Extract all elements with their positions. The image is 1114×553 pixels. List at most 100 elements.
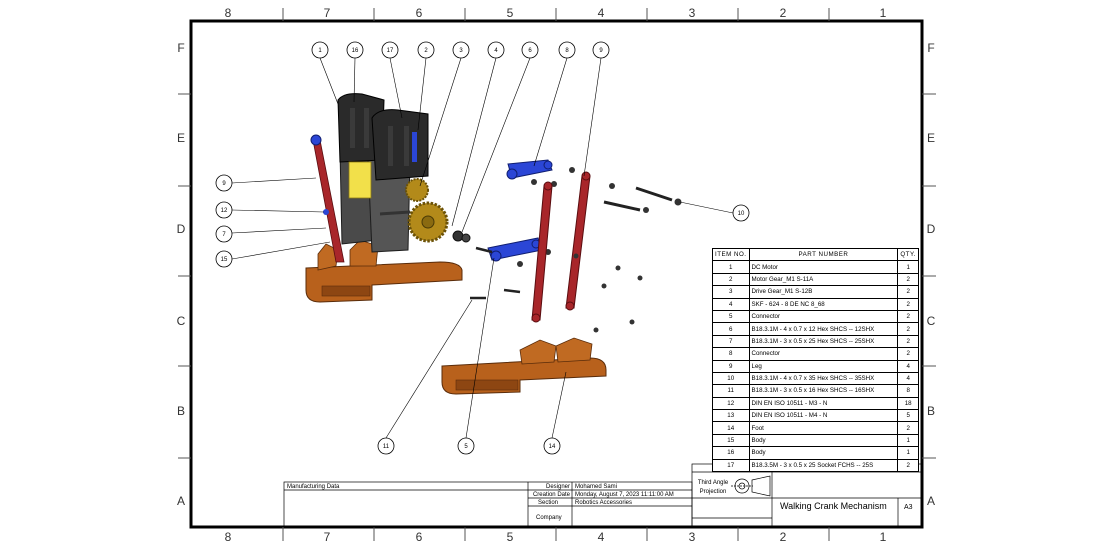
zone-col-label: 8 [225, 6, 232, 20]
zone-row-label: B [177, 404, 185, 418]
balloon-label: 1 [318, 48, 322, 54]
hardware-screw [635, 186, 673, 202]
bom-part-number: Motor Gear_M1 S-11A [748, 272, 899, 287]
balloon: 7 [215, 225, 233, 243]
bom-qty: 2 [897, 297, 919, 311]
bom-item-no: 14 [712, 421, 750, 435]
section-value: Robotics Accessories [575, 500, 633, 506]
hardware-nut [674, 198, 682, 206]
hardware-nut [593, 327, 599, 333]
balloon: 5 [457, 437, 475, 455]
balloon-label: 11 [383, 444, 390, 450]
hardware-nut [609, 183, 615, 189]
zone-labels-bottom: 8 7 6 5 4 3 2 1 [225, 530, 887, 544]
zone-ticks [178, 8, 936, 541]
bom-part-number: DIN EN ISO 10511 - M3 - N [748, 396, 899, 411]
bom-qty: 2 [897, 322, 919, 336]
bom-part-number: Connector [748, 347, 899, 361]
hardware-screw [475, 246, 493, 254]
zone-col-label: 8 [225, 530, 232, 544]
bom-item-no: 15 [712, 433, 750, 448]
balloon: 11 [377, 437, 395, 455]
balloon-label: 7 [222, 232, 226, 238]
hardware-nut [573, 253, 579, 259]
balloon: 4 [487, 41, 505, 59]
balloon-label: 3 [459, 48, 463, 54]
zone-col-label: 2 [780, 6, 787, 20]
balloon-label: 14 [549, 444, 556, 450]
hardware-screw [379, 210, 411, 216]
bom-qty: 5 [897, 409, 919, 423]
bom-qty: 1 [897, 446, 919, 460]
bom-item-no: 9 [712, 359, 750, 373]
balloon: 6 [521, 41, 539, 59]
bom-part-number: Foot [748, 421, 899, 435]
balloon: 17 [381, 41, 399, 59]
balloon: 14 [543, 437, 561, 455]
bom-item-no: 1 [712, 260, 750, 274]
zone-row-label: F [927, 41, 934, 55]
bom-qty: 2 [897, 309, 919, 324]
leg-exploded [565, 175, 591, 309]
bom-item-no: 3 [712, 285, 750, 299]
bom-part-number: B18.3.1M - 3 x 0.5 x 25 Hex SHCS -- 25SH… [748, 334, 899, 349]
balloon: 9 [592, 41, 610, 59]
hardware-nut [643, 207, 649, 213]
bom-item-no: 12 [712, 396, 750, 411]
zone-col-label: 5 [507, 6, 514, 20]
bom-item-no: 11 [712, 384, 750, 398]
title-block-frame [283, 463, 923, 528]
zone-row-label: A [177, 494, 185, 508]
leg-assembled [312, 139, 345, 263]
bom-qty: 2 [897, 285, 919, 299]
zone-col-label: 4 [598, 530, 605, 544]
balloons: 1 16 17 2 3 4 6 8 9 9 12 7 15 10 11 5 14 [215, 41, 750, 455]
bom-qty: 2 [897, 334, 919, 349]
bom-part-number: B18.3.1M - 3 x 0.5 x 16 Hex SHCS -- 16SH… [748, 384, 899, 398]
dc-motor-1 [337, 93, 385, 199]
connector-lower [487, 237, 551, 267]
leg-end [565, 301, 575, 311]
hardware-screw [603, 200, 641, 212]
leg-end [531, 313, 541, 323]
designer-label: Designer [545, 484, 570, 490]
bom-qty: 2 [897, 421, 919, 435]
balloon: 16 [346, 41, 364, 59]
bom-header-part-number: PART NUMBER [748, 247, 899, 262]
zone-labels-right: F E D C B A [927, 41, 936, 508]
hardware-nut [637, 275, 643, 281]
base-foot [305, 239, 463, 303]
company-label: Company [536, 515, 562, 521]
bom-item-no: 4 [712, 297, 750, 311]
zone-row-label: F [177, 41, 184, 55]
projection-label: Third Angle Projection [697, 480, 729, 495]
section-label: Section [537, 500, 558, 506]
hardware-nut [601, 283, 607, 289]
balloon-label: 6 [528, 48, 532, 54]
drawing-title: Walking Crank Mechanism [780, 501, 887, 511]
bearing [452, 230, 464, 242]
dc-motor-2 [371, 109, 429, 181]
assembly-illustration [305, 93, 682, 395]
balloon-label: 10 [738, 211, 745, 217]
balloon: 1 [311, 41, 329, 59]
hardware-screw [503, 288, 521, 294]
bom-item-no: 6 [712, 322, 750, 336]
zone-col-label: 2 [780, 530, 787, 544]
balloon-label: 16 [352, 48, 359, 54]
bom-part-number: Body [748, 433, 899, 448]
zone-col-label: 6 [416, 530, 423, 544]
bom-item-no: 13 [712, 409, 750, 423]
balloon: 8 [558, 41, 576, 59]
bom-item-no: 8 [712, 347, 750, 361]
foot-exploded [441, 337, 607, 395]
balloon-label: 9 [222, 181, 226, 187]
